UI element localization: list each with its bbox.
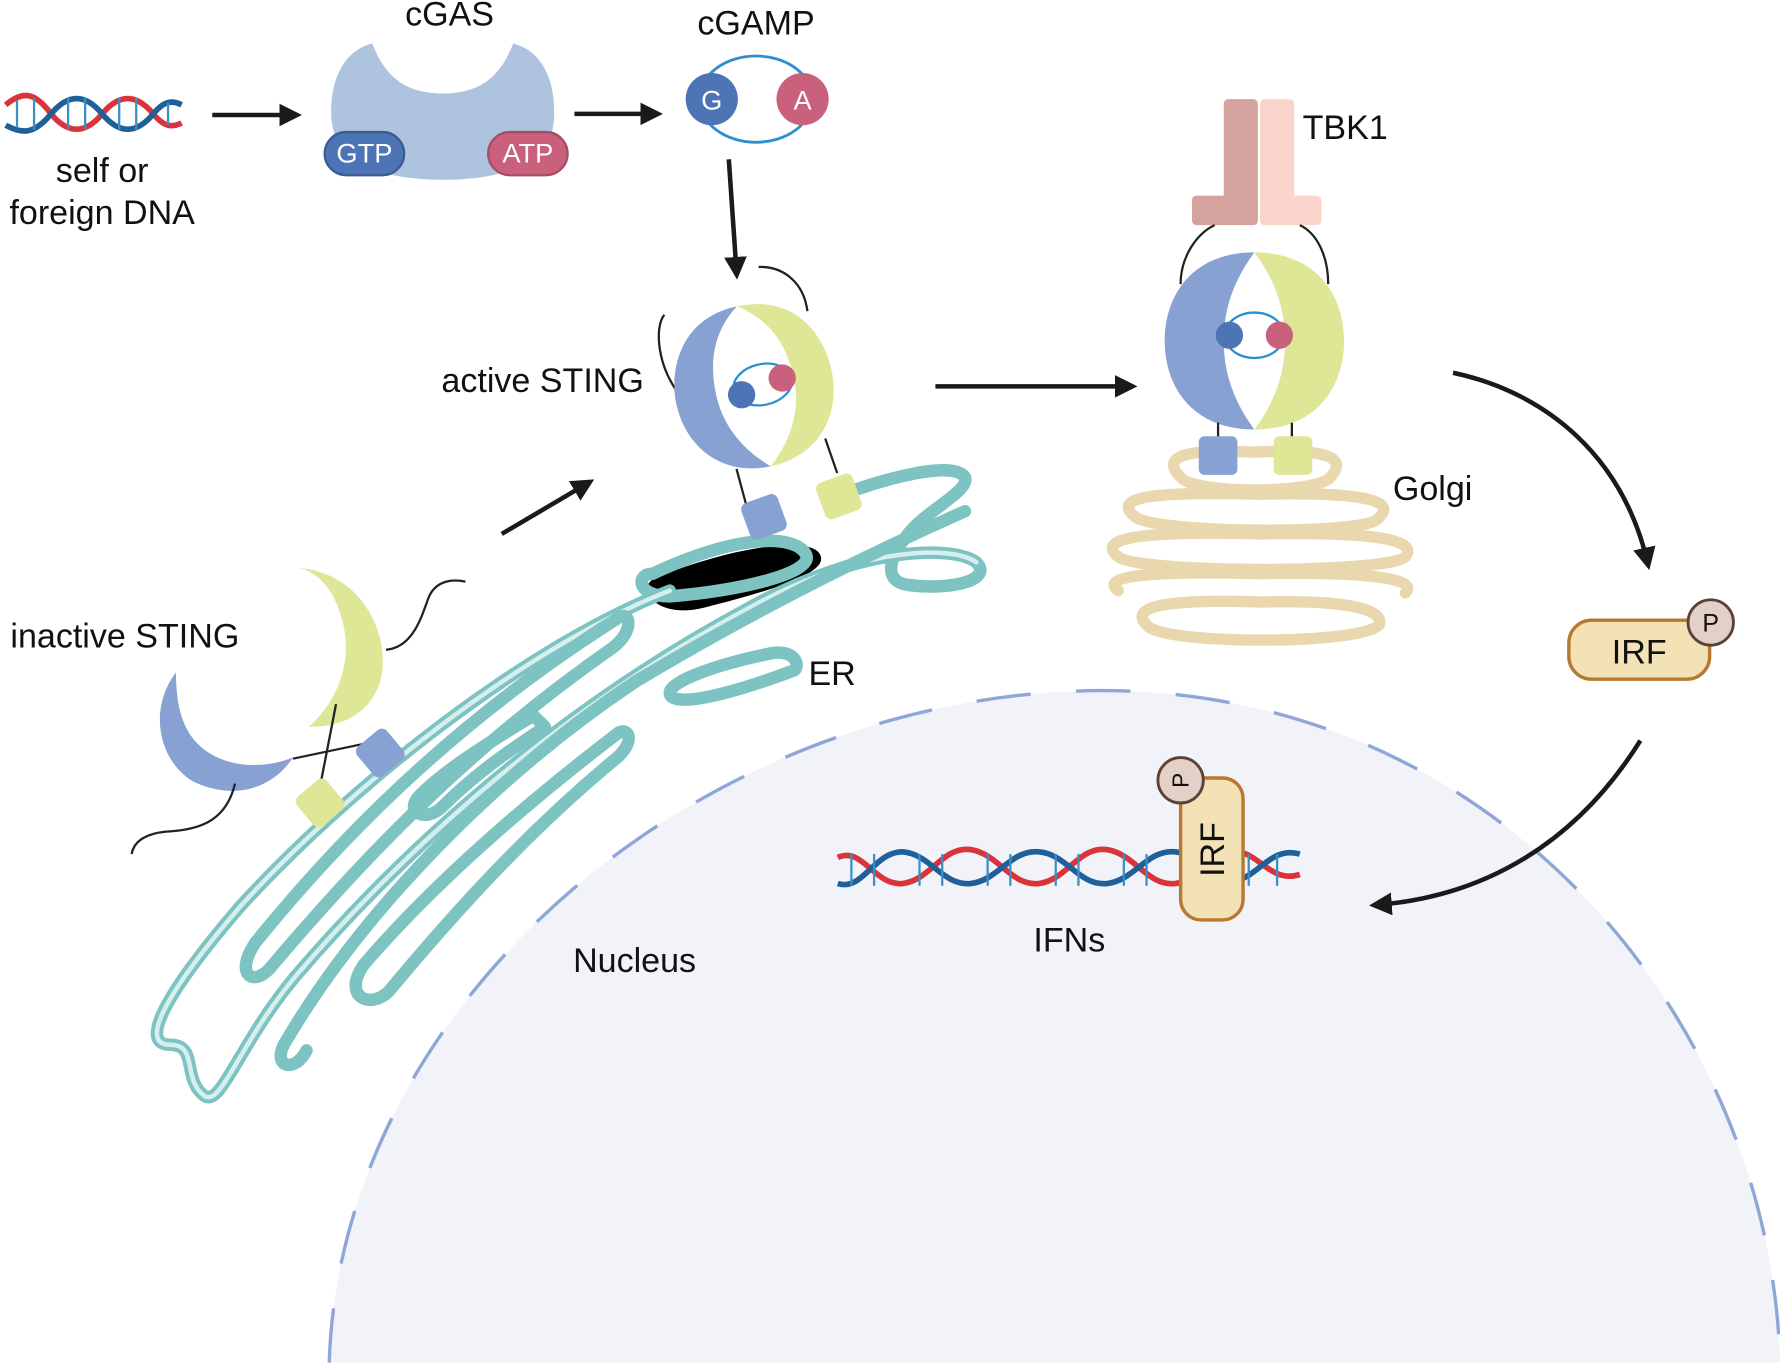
cgas-enzyme: GTP ATP [323,43,569,180]
tbk1-kinase [1191,99,1322,226]
golgi-label: Golgi [1393,470,1472,508]
phospho-icon [1686,598,1735,647]
dna-helix-icon [3,92,183,134]
irf-phosphorylated: IRF P [1567,598,1735,681]
active-sting-tm-green [816,473,862,520]
tbk1-label: TBK1 [1303,109,1388,147]
cgamp-label: cGAMP [697,4,814,42]
er-label: ER [808,655,855,693]
er-membrane [150,464,987,1104]
cgas-label: cGAS [405,0,494,33]
dna-label-line1: self or [56,152,149,190]
cgamp-molecule: G A [685,54,829,144]
nucleus-label: Nucleus [573,942,696,980]
atp-badge [487,130,569,177]
nucleus [327,688,1780,1363]
arrow-cgamp-to-sting [724,159,747,280]
inactive-sting-tm-blue [355,728,405,778]
active-sting-label: active STING [441,362,643,400]
ifns-label: IFNs [1033,922,1105,960]
g-label: G [701,84,722,115]
dna-label-line2: foreign DNA [9,194,195,232]
gtp-label: GTP [336,138,392,169]
irf-bound-label: IRF [1194,822,1232,877]
atp-label: ATP [502,138,553,169]
arrow-golgi-to-irf [1452,370,1656,571]
active-sting [657,265,839,510]
golgi-sting [1164,224,1345,475]
inactive-sting [130,567,466,855]
a-label: A [794,84,813,115]
irf-bound-dna: IRF P [1156,756,1245,922]
arrow-inactive-to-active [500,479,595,536]
inactive-sting-tm-green [295,778,345,828]
phospho-label: P [1702,610,1719,638]
phospho-bound-label: P [1168,773,1194,788]
arrow-irf-to-nucleus [1369,739,1643,916]
active-sting-tm-blue [741,494,787,540]
gtp-badge [323,130,406,177]
inactive-sting-label: inactive STING [10,617,239,655]
phospho-bound-icon [1156,756,1205,805]
irf-label: IRF [1612,633,1667,671]
golgi-apparatus [1106,445,1414,646]
